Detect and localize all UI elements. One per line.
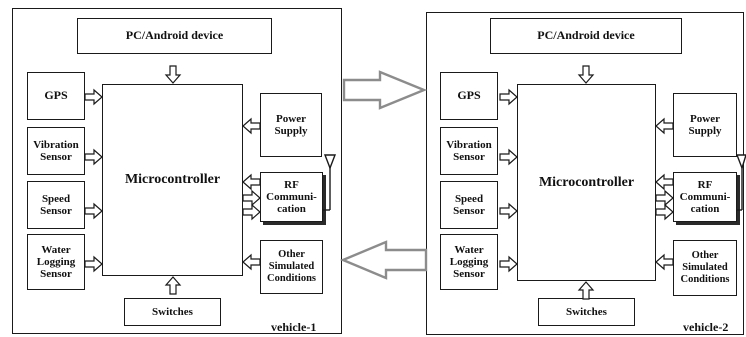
vehicle-2-vibration-arrow xyxy=(499,149,518,165)
vehicle-2-water-arrow xyxy=(499,256,518,272)
vehicle-1-other-arrow xyxy=(242,254,261,270)
vehicle-1-vibration-sensor-box: Vibration Sensor xyxy=(27,127,85,175)
vehicle-2-pc-device-box: PC/Android device xyxy=(490,18,682,54)
vehicle-1-microcontroller-box: Microcontroller xyxy=(102,84,243,276)
vehicle-1-pc-to-mc-arrow xyxy=(165,65,181,84)
vehicle-2-power-arrow xyxy=(655,118,674,134)
vehicle-2-other-simulated-conditions-box: Other Simulated Conditions xyxy=(673,240,737,296)
vehicle-2-power-supply-box: Power Supply xyxy=(673,93,737,157)
vehicle-2-switches-arrow xyxy=(578,281,594,300)
vehicle-1-power-supply-box: Power Supply xyxy=(260,93,322,157)
vehicle-1-vibration-arrow xyxy=(84,149,103,165)
vehicle-1-switches-box: Switches xyxy=(124,298,221,326)
vehicle-1-label: vehicle-1 xyxy=(271,320,317,334)
vehicle-2-to-vehicle-1-arrow xyxy=(339,240,428,280)
vehicle-2-water-logging-sensor-box: Water Logging Sensor xyxy=(440,234,498,290)
vehicle-1-power-arrow xyxy=(242,118,261,134)
vehicle-1-rf-out-arrow-1 xyxy=(242,190,261,206)
vehicle-1-gps-box: GPS xyxy=(27,72,85,120)
vehicle-2-other-arrow xyxy=(655,254,674,270)
vehicle-1-other-simulated-conditions-box: Other Simulated Conditions xyxy=(260,240,323,294)
vehicle-2-rf-communication-box: RF Communi-cation xyxy=(673,172,737,222)
vehicle-2-rf-out-arrow-1 xyxy=(655,190,674,206)
vehicle-2-speed-arrow xyxy=(499,203,518,219)
vehicle-1-pc-device-box: PC/Android device xyxy=(77,18,272,54)
vehicle-2-speed-sensor-box: Speed Sensor xyxy=(440,181,498,229)
vehicle-1-to-vehicle-2-arrow xyxy=(342,70,428,110)
vehicle-1-rf-in-arrow xyxy=(242,174,261,190)
vehicle-2-vibration-sensor-box: Vibration Sensor xyxy=(440,127,498,175)
vehicle-1-water-arrow xyxy=(84,256,103,272)
vehicle-2-gps-box: GPS xyxy=(440,72,498,120)
vehicle-2-label: vehicle-2 xyxy=(683,320,729,334)
vehicle-2-rf-in-arrow xyxy=(655,174,674,190)
vehicle-1-rf-out-arrow-2 xyxy=(242,204,261,220)
vehicle-2-rf-out-arrow-2 xyxy=(655,204,674,220)
vehicle-1-speed-arrow xyxy=(84,203,103,219)
vehicle-2-microcontroller-box: Microcontroller xyxy=(517,84,656,281)
vehicle-2-antenna-icon xyxy=(735,154,746,211)
vehicle-1-switches-arrow xyxy=(165,276,181,295)
vehicle-2-pc-to-mc-arrow xyxy=(578,65,594,84)
vehicle-1-rf-communication-box: RF Communi-cation xyxy=(260,172,323,222)
vehicle-1-speed-sensor-box: Speed Sensor xyxy=(27,181,85,229)
vehicle-2-gps-arrow xyxy=(499,89,518,105)
vehicle-1-frame xyxy=(12,8,342,334)
vehicle-1-antenna-icon xyxy=(323,154,337,211)
vehicle-1-water-logging-sensor-box: Water Logging Sensor xyxy=(27,234,85,290)
vehicle-1-gps-arrow xyxy=(84,89,103,105)
vehicle-2-frame xyxy=(426,12,744,335)
